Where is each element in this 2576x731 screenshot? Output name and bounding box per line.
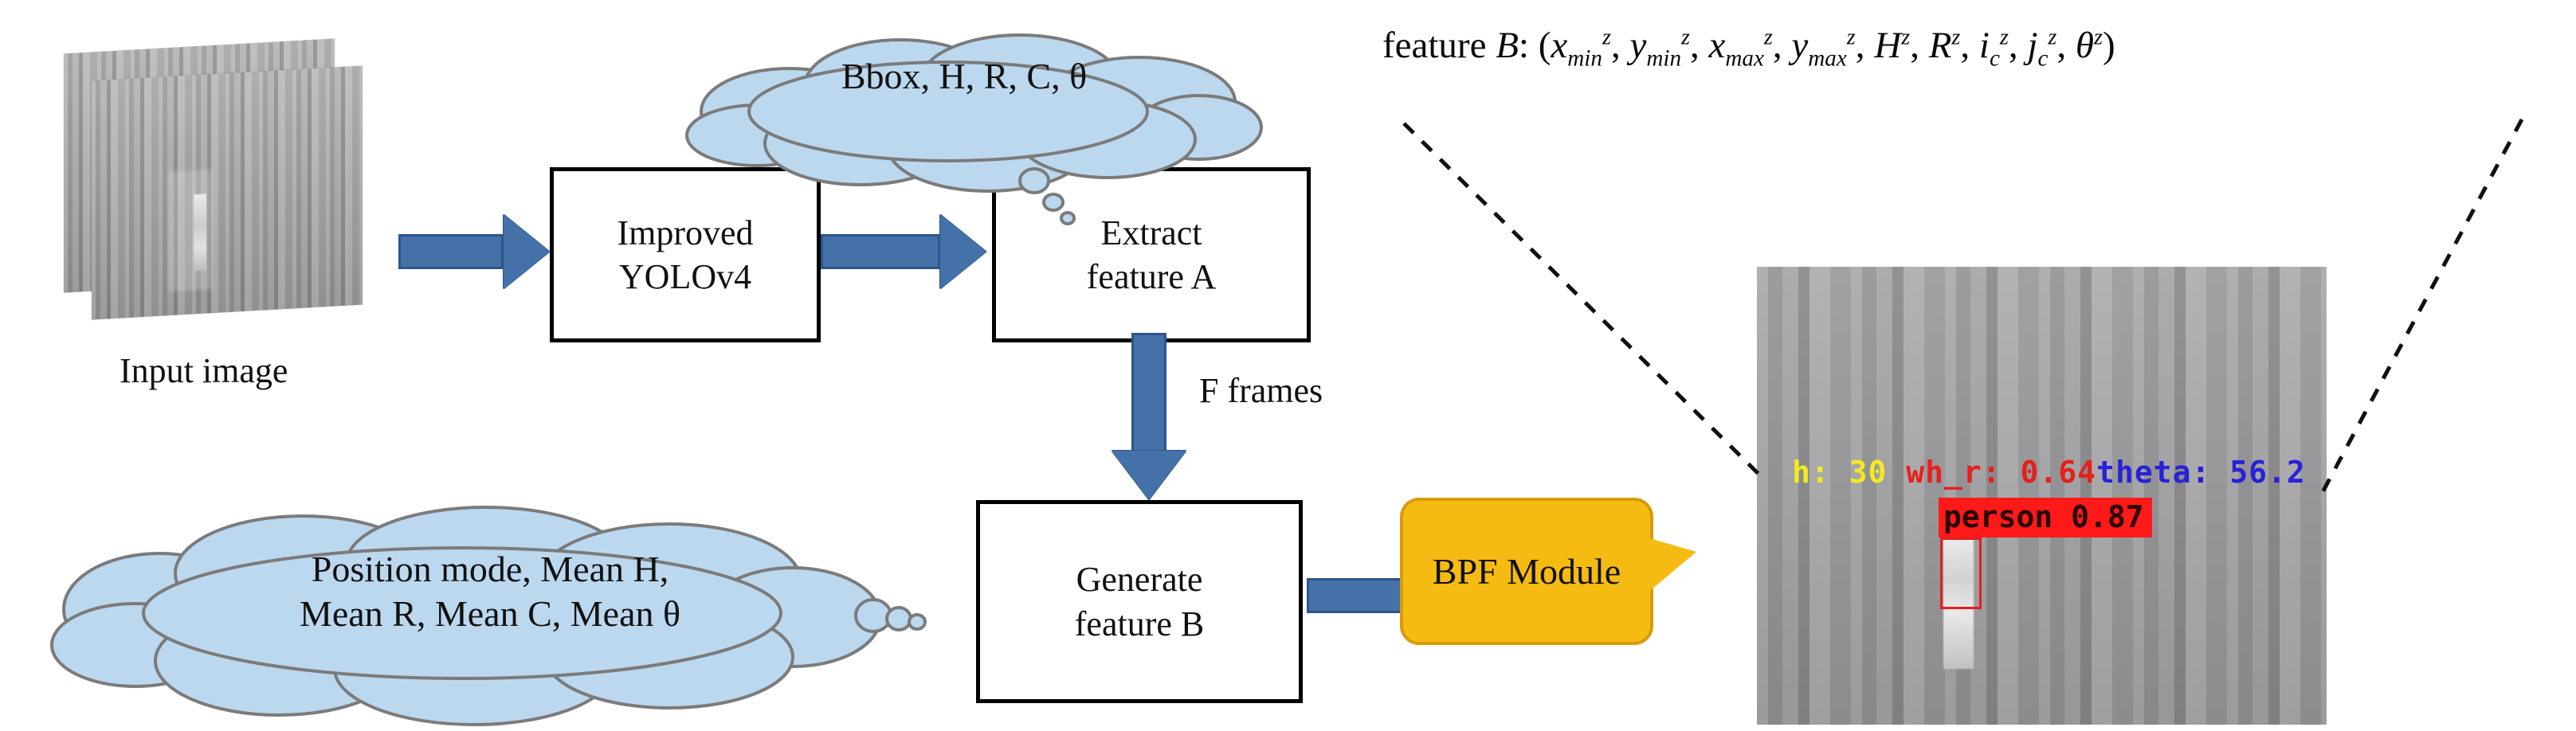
formula-term-base: R: [1928, 25, 1952, 66]
detection-result-image: h: 30_wh_r: 0.64theta: 56.2 person 0.87: [1757, 267, 2327, 725]
formula-term-sup: z: [1846, 25, 1856, 50]
formula-term-sup: z: [2093, 25, 2103, 50]
formula-term-base: x: [1708, 25, 1726, 66]
feature-b-formula: feature B: (xminz, yminz, xmaxz, ymaxz, …: [1382, 24, 2115, 72]
box-line-2: feature A: [1086, 257, 1217, 296]
detection-bounding-box: [1940, 538, 1982, 609]
detection-annotation-row: h: 30_wh_r: 0.64theta: 56.2: [1792, 455, 2306, 490]
input-image-label: Input image: [120, 351, 288, 390]
formula-suffix: ): [2102, 25, 2115, 66]
formula-term: ymaxz: [1791, 25, 1856, 71]
arrow-extract-to-generate: [1109, 333, 1189, 504]
box-line-1: Generate: [1076, 560, 1203, 600]
formula-separator: ,: [1610, 25, 1630, 66]
process-box-improved-yolov4[interactable]: Improved YOLOv4: [550, 167, 821, 342]
bpf-module-callout[interactable]: BPF Module: [1400, 498, 1711, 645]
formula-term: yminz: [1629, 25, 1690, 71]
formula-separator: ,: [1960, 25, 1979, 66]
formula-term-sub: c: [2037, 45, 2049, 72]
box-line-1: Improved: [617, 213, 754, 252]
formula-term: jcz: [2027, 25, 2057, 71]
formula-term-sup: z: [1763, 25, 1773, 50]
formula-term-sup: z: [1951, 25, 1961, 50]
arrow-head: [940, 214, 986, 289]
formula-term-sub: min: [1646, 45, 1681, 72]
formula-term-base: y: [1791, 25, 1809, 66]
formula-prefix: feature: [1382, 25, 1496, 66]
formula-separator: ,: [2008, 25, 2028, 66]
cloud-shape-icon: [685, 33, 1263, 225]
arrow-head: [1112, 451, 1186, 500]
formula-term-sub: min: [1567, 45, 1602, 72]
formula-term: θz: [2076, 25, 2103, 66]
formula-term-base: x: [1551, 25, 1568, 66]
formula-term-sub: max: [1725, 45, 1764, 72]
formula-term-sup: z: [1602, 25, 1611, 50]
formula-term: Rz: [1929, 25, 1961, 66]
input-image-stack: [64, 32, 406, 342]
formula-separator: ,: [1772, 25, 1792, 66]
formula-term-base: H: [1874, 25, 1902, 66]
arrow-input-to-yolo: [398, 213, 550, 290]
thought-cloud-top: Bbox, H, R, C, θ: [661, 16, 1267, 225]
arrow-shaft: [398, 234, 504, 269]
formula-term-base: θ: [2075, 25, 2094, 66]
leader-line-left: [1402, 122, 1764, 479]
arrow-head: [504, 214, 550, 289]
formula-term: xminz: [1551, 25, 1611, 71]
formula-name: B: [1496, 25, 1519, 66]
edge-label-f-frames: F frames: [1199, 371, 1323, 410]
box-line-2: feature B: [1074, 604, 1205, 643]
callout-tail-icon: [1647, 538, 1696, 593]
formula-separator: ,: [1855, 25, 1875, 66]
box-line-2: YOLOv4: [618, 257, 752, 296]
leader-line-right: [2320, 118, 2524, 494]
annotation-wh-ratio: wh_r: 0.64: [1906, 455, 2097, 490]
formula-colon: : (: [1518, 25, 1551, 66]
formula-term-sup: z: [2048, 25, 2057, 50]
formula-term-sub: max: [1808, 45, 1847, 72]
formula-term-sub: c: [1989, 45, 2000, 72]
detected-person-blob: [1943, 530, 1974, 669]
formula-separator: ,: [2056, 25, 2076, 66]
formula-term-sup: z: [1999, 25, 2009, 50]
arrow-shaft: [821, 234, 940, 269]
formula-term: Hz: [1874, 25, 1910, 66]
formula-term-base: y: [1629, 25, 1647, 66]
formula-term: icz: [1978, 25, 2009, 71]
cloud-shape-icon: [50, 506, 927, 726]
thought-cloud-bottom-line-1: Position mode, Mean H,: [311, 549, 669, 589]
formula-term-base: j: [2027, 25, 2038, 66]
process-box-generate-feature-b[interactable]: Generate feature B: [976, 500, 1303, 703]
thought-cloud-top-text: Bbox, H, R, C, θ: [841, 56, 1088, 96]
annotation-theta: theta: 56.2: [2096, 455, 2306, 490]
box-line-1: Extract: [1100, 213, 1202, 252]
scene-person-blob: [194, 194, 206, 272]
formula-separator: ,: [1910, 25, 1929, 66]
formula-term-sup: z: [1901, 25, 1911, 50]
thought-cloud-bottom-text: Position mode, Mean H, Mean R, Mean C, M…: [40, 547, 940, 636]
annotation-height: h: 30: [1792, 455, 1888, 490]
formula-terms: xminz, yminz, xmaxz, ymaxz, Hz, Rz, icz,…: [1551, 25, 2103, 71]
formula-term-base: i: [1978, 25, 1990, 66]
formula-term: xmaxz: [1708, 25, 1773, 71]
bpf-module-label: BPF Module: [1400, 498, 1653, 645]
formula-separator: ,: [1689, 25, 1709, 66]
thought-cloud-bottom: Position mode, Mean H, Mean R, Mean C, M…: [40, 498, 940, 726]
thermal-frame-front: [92, 65, 363, 320]
formula-term-sup: z: [1681, 25, 1690, 50]
arrow-shaft: [1307, 578, 1418, 613]
arrow-shaft: [1131, 333, 1166, 452]
detection-class-label: person 0.87: [1939, 498, 2152, 538]
thought-cloud-bottom-line-2: Mean R, Mean C, Mean θ: [299, 593, 681, 635]
arrow-yolo-to-extract: [821, 213, 990, 290]
